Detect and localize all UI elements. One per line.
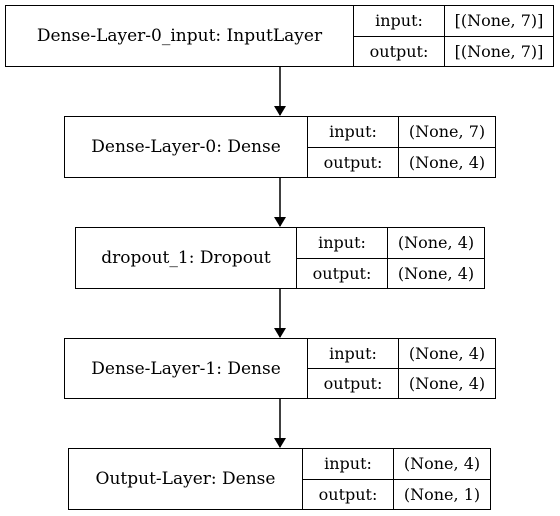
node-dense-layer-1[interactable]: Dense-Layer-1: Dense input: (None, 4) ou… (64, 338, 496, 399)
output-label: output: (297, 258, 388, 288)
node-name: dropout_1: Dropout (76, 228, 297, 288)
output-label: output: (308, 147, 399, 177)
output-shape: [(None, 7)] (454, 41, 544, 61)
node-name: Dense-Layer-0_input: InputLayer (6, 6, 354, 66)
input-shape: (None, 4) (403, 454, 481, 474)
output-shape: (None, 4) (408, 152, 486, 172)
node-name: Dense-Layer-1: Dense (65, 339, 308, 398)
node-io-table: input: (None, 7) output: (None, 4) (308, 117, 495, 177)
io-row-output: output: (None, 4) (308, 369, 495, 398)
node-io-table: input: (None, 4) output: (None, 1) (303, 449, 490, 509)
node-dense-layer-0[interactable]: Dense-Layer-0: Dense input: (None, 7) ou… (64, 116, 496, 178)
io-row-input: input: (None, 4) (297, 228, 484, 259)
input-label: input: (308, 339, 399, 368)
io-row-input: input: [(None, 7)] (354, 6, 553, 37)
io-row-output: output: (None, 1) (303, 479, 490, 509)
input-label: input: (303, 449, 394, 479)
io-row-output: output: (None, 4) (297, 258, 484, 288)
input-label: input: (297, 228, 388, 258)
node-io-table: input: [(None, 7)] output: [(None, 7)] (354, 6, 553, 66)
io-row-output: output: (None, 4) (308, 147, 495, 177)
node-dropout-1[interactable]: dropout_1: Dropout input: (None, 4) outp… (75, 227, 485, 289)
io-row-input: input: (None, 4) (308, 339, 495, 369)
input-shape: (None, 7) (408, 122, 486, 142)
output-shape: (None, 4) (397, 263, 475, 283)
output-label: output: (308, 369, 399, 398)
input-shape: (None, 4) (408, 344, 486, 363)
node-name: Output-Layer: Dense (69, 449, 303, 509)
input-shape: [(None, 7)] (454, 11, 544, 31)
input-label: input: (354, 6, 445, 36)
input-label: input: (308, 117, 399, 147)
io-row-output: output: [(None, 7)] (354, 36, 553, 66)
node-io-table: input: (None, 4) output: (None, 4) (297, 228, 484, 288)
output-shape: (None, 4) (408, 374, 486, 393)
input-shape: (None, 4) (397, 233, 475, 253)
io-row-input: input: (None, 4) (303, 449, 490, 480)
node-name: Dense-Layer-0: Dense (65, 117, 308, 177)
io-row-input: input: (None, 7) (308, 117, 495, 148)
node-input-layer[interactable]: Dense-Layer-0_input: InputLayer input: [… (5, 5, 554, 67)
output-label: output: (303, 479, 394, 509)
output-shape: (None, 1) (403, 484, 481, 504)
node-output-layer[interactable]: Output-Layer: Dense input: (None, 4) out… (68, 448, 491, 510)
output-label: output: (354, 36, 445, 66)
node-io-table: input: (None, 4) output: (None, 4) (308, 339, 495, 398)
